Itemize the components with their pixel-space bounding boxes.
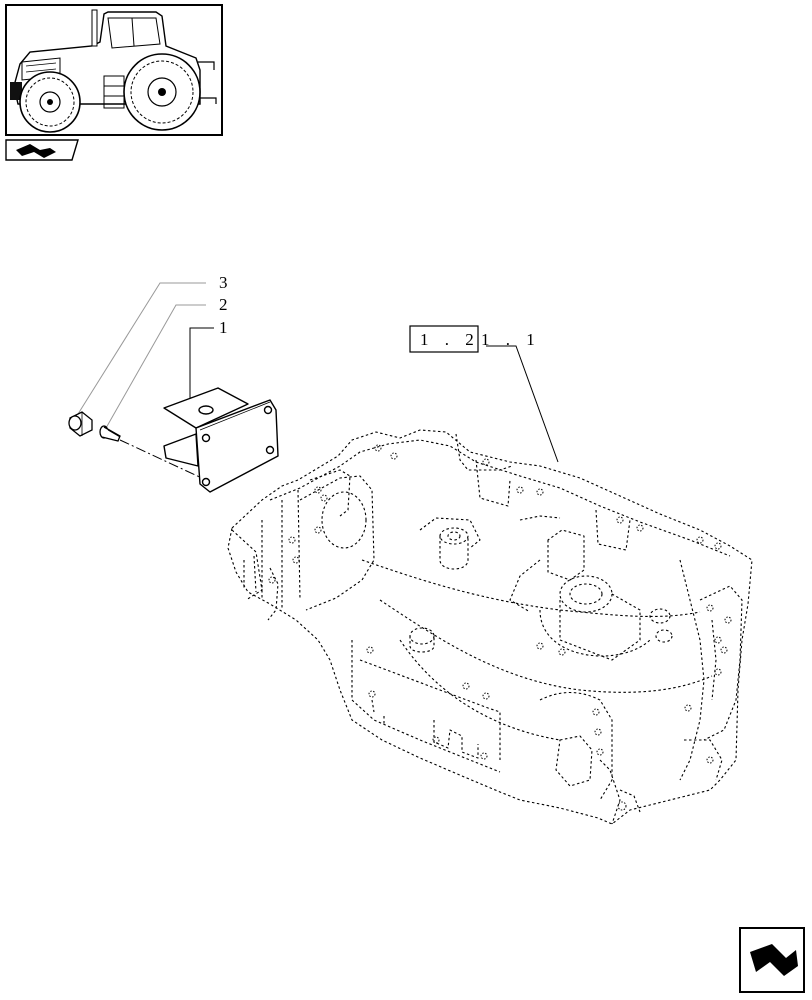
callout-leader-1 [189,327,214,398]
callout-leaders [77,282,206,429]
callout-2: 2 [219,295,228,314]
reference-label: 1 . 2 1 . 1 [409,325,541,353]
cap-plug [68,411,93,437]
callout-3: 3 [219,273,228,292]
screw [99,425,121,442]
assembly-axis-line [119,439,207,481]
next-page-arrow-icon[interactable] [739,927,805,993]
page-nav-icon[interactable] [5,139,79,161]
housing-bolt-holes [268,444,732,811]
reference-suffix: 1 . 1 [481,330,541,349]
bracket [163,387,279,493]
front-support-housing [227,429,753,825]
callout-1: 1 [219,318,228,337]
reference-boxed: 1 . 2 [420,330,480,349]
tractor-thumbnail-icon[interactable] [5,4,223,136]
reference-leader [486,345,559,463]
